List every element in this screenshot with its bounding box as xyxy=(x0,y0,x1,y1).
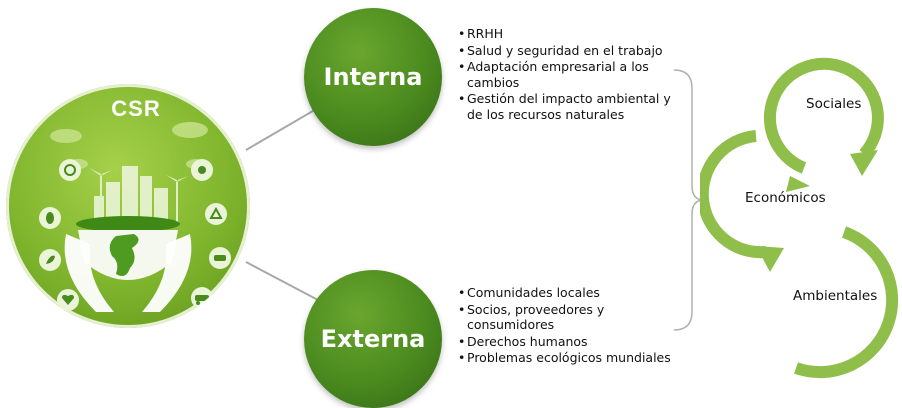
dimension-ambientales: Ambientales xyxy=(793,288,878,304)
eco-icons xyxy=(39,159,231,311)
arrow-head-icon xyxy=(756,246,784,272)
right-hand xyxy=(142,234,192,312)
interna-list: RRHH Salud y seguridad en el trabajo Ada… xyxy=(458,26,698,123)
csr-illustration: CSR xyxy=(6,84,250,328)
economicos-arc xyxy=(700,130,767,259)
list-item: Gestión del impacto ambiental y de los r… xyxy=(458,91,682,122)
grass xyxy=(76,216,180,232)
wind-turbines xyxy=(89,168,188,222)
list-item: Comunidades locales xyxy=(458,285,688,301)
list-item: RRHH xyxy=(458,26,698,42)
ambientales-arc xyxy=(794,226,899,379)
externa-list: Comunidades locales Socios, proveedores … xyxy=(458,285,688,367)
left-hand xyxy=(64,234,114,312)
list-item: Socios, proveedores y consumidores xyxy=(458,302,627,333)
dimension-economicos: Económicos xyxy=(745,190,826,206)
arrow-head-icon xyxy=(786,176,810,192)
list-item: Salud y seguridad en el trabajo xyxy=(458,43,698,59)
sociales-arc xyxy=(763,57,884,174)
list-item: Derechos humanos xyxy=(458,334,688,350)
continent xyxy=(109,234,139,276)
externa-circle: Externa xyxy=(304,270,442,408)
list-item: Problemas ecológicos mundiales xyxy=(458,350,688,366)
dimension-cycle xyxy=(700,57,899,379)
interna-label: Interna xyxy=(323,63,423,91)
interna-circle: Interna xyxy=(304,8,442,146)
dimension-sociales: Sociales xyxy=(806,96,862,112)
externa-label: Externa xyxy=(320,325,426,353)
csr-title: CSR xyxy=(111,96,161,121)
csr-artwork xyxy=(39,122,231,312)
arrow-head-icon xyxy=(850,150,878,176)
list-item: Adaptación empresarial a los cambios xyxy=(458,59,663,90)
city-skyline xyxy=(94,166,168,222)
